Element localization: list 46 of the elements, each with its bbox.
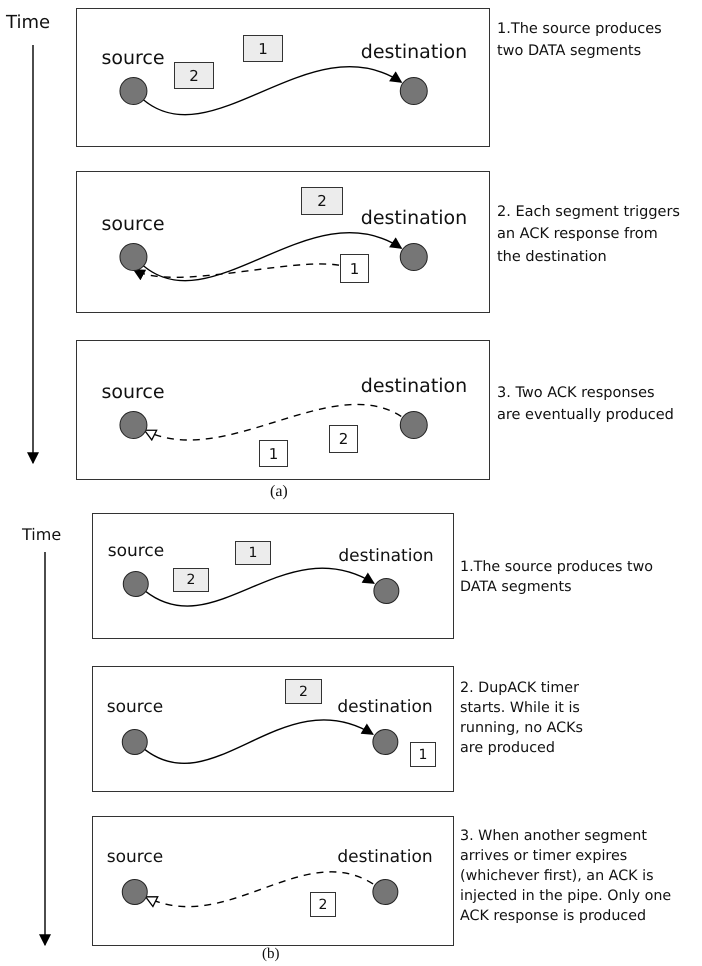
node-label: destination	[360, 376, 468, 396]
ack-arrow	[132, 263, 340, 280]
node-label: source	[101, 382, 165, 402]
data-segment: 1	[235, 541, 271, 565]
data-segment: 2	[173, 568, 209, 592]
node-label: source	[101, 48, 165, 68]
data-segment: 2	[301, 187, 343, 215]
step-description: 2. DupACK timer starts. While it is running, no ACKs are produced	[460, 679, 584, 758]
node-label: destination	[337, 848, 433, 866]
step-description: 3. Two ACK responses are eventually produced	[497, 384, 675, 426]
stage-panel	[76, 340, 490, 480]
node-label: source	[108, 542, 164, 560]
stage-panel	[76, 8, 490, 147]
node-label: source	[106, 848, 164, 866]
axis-label: Time	[22, 525, 62, 544]
stage-panel	[92, 513, 454, 639]
node-label: destination	[337, 698, 433, 716]
data-arrow	[142, 232, 402, 282]
ack-segment: 1	[259, 440, 288, 467]
stage-panel	[92, 666, 454, 792]
data-segment: 2	[285, 679, 322, 704]
data-arrow	[142, 66, 402, 116]
step-description: 1.The source produces two DATA segments	[497, 20, 663, 62]
figure-caption: (b)	[262, 946, 280, 963]
ack-segment: 1	[410, 742, 436, 767]
ack-segment: 2	[310, 892, 336, 917]
node-label: source	[101, 214, 165, 234]
ack-segment: 1	[340, 254, 369, 283]
node-label: destination	[360, 42, 468, 62]
figure-caption: (a)	[270, 483, 288, 501]
node-label: destination	[360, 208, 468, 228]
node-label: destination	[338, 546, 434, 566]
step-description: 1.The source produces two DATA segments	[460, 558, 654, 598]
data-segment: 2	[174, 62, 214, 89]
data-arrow	[144, 719, 374, 764]
data-segment: 1	[243, 35, 283, 62]
node-label: source	[106, 698, 164, 716]
ack-arrow	[144, 871, 374, 908]
step-description: 3. When another segment arrives or timer expires (whichever first), an ACK is injected in the pipe. Only one ACK response is produced	[460, 827, 672, 926]
data-arrow	[144, 568, 375, 606]
ack-arrow	[144, 404, 402, 441]
ack-segment: 2	[329, 425, 358, 453]
stage-panel	[76, 171, 490, 313]
stage-panel	[92, 816, 454, 946]
step-description: 2. Each segment triggers an ACK response from the destination	[497, 203, 681, 267]
axis-label: Time	[6, 12, 50, 33]
